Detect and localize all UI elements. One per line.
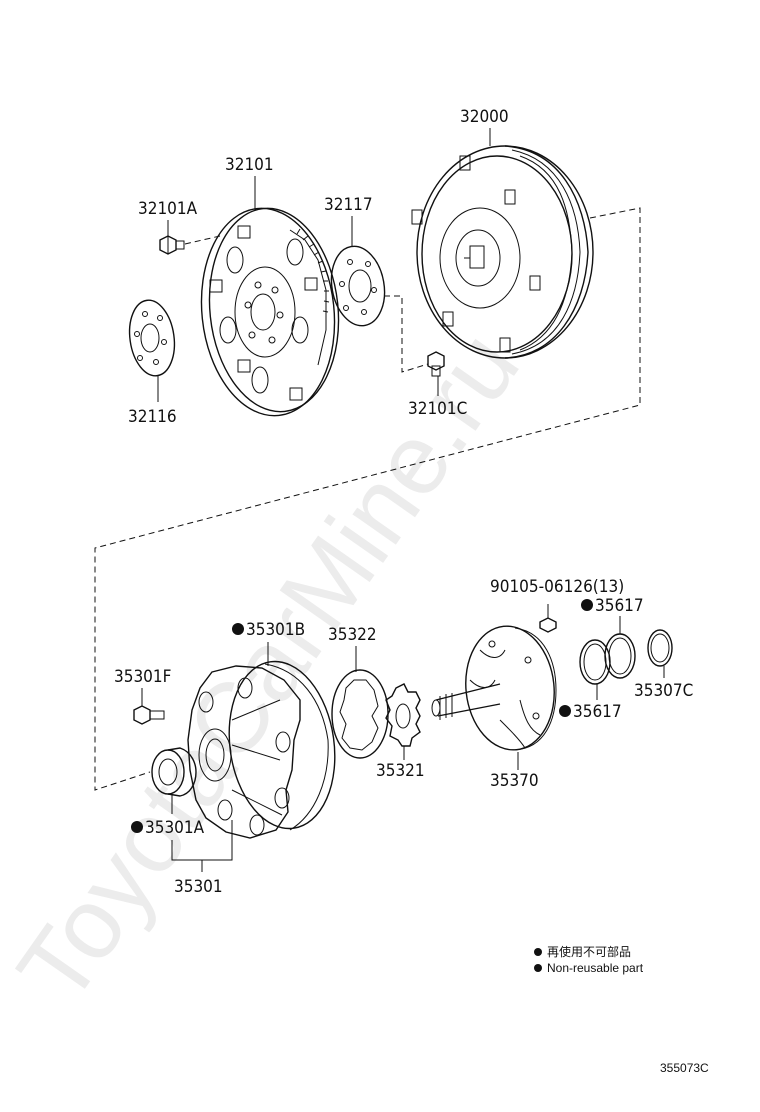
diagram-code: 355073C [660,1061,709,1075]
bolt-90105 [539,604,557,633]
assembly-dashed-outline [94,207,641,791]
legend-jp: 再使用不可部品 [547,944,631,959]
label-32000: 32000 [460,107,509,127]
drive-plate [200,207,340,417]
label-35307C: 35307C [634,681,693,701]
spacer-32117 [330,245,386,327]
label-35370: 35370 [490,771,539,791]
label-35301B: 35301B [246,620,305,640]
legend-bullet-jp [534,948,542,956]
label-35617b: 35617 [573,702,622,722]
label-32117: 32117 [324,195,373,215]
dash-32101C [384,295,429,373]
seal-ring-35307C [647,629,673,667]
bolt-32101A [159,235,185,255]
label-32101: 32101 [225,155,274,175]
label-35321: 35321 [376,761,425,781]
bolt-35301F [133,705,165,725]
oil-pump-body [187,660,336,839]
label-35301: 35301 [174,877,223,897]
label-32101A: 32101A [138,199,198,219]
stator-shaft-35370 [431,625,557,751]
label-35301A: 35301A [145,818,205,838]
non-reusable-mark-35301B [232,623,244,635]
legend-bullet-en [534,964,542,972]
bolt-32101C [427,351,445,377]
driven-gear-35322 [331,669,389,759]
label-90105: 90105-06126(13) [490,577,624,597]
label-35617a: 35617 [595,596,644,616]
dash-32101A [184,235,221,245]
legend-en: Non-reusable part [547,961,644,975]
non-reusable-mark-35617b [559,705,571,717]
drive-gear-35321 [385,683,421,747]
label-35322: 35322 [328,625,377,645]
seal-ring-35617-inner [579,639,611,685]
label-35301F: 35301F [114,667,171,687]
oil-seal-35301A [151,747,197,797]
label-32116: 32116 [128,407,177,427]
non-reusable-mark-35301A [131,821,143,833]
bracket-35301 [171,820,233,872]
non-reusable-mark-35617a [581,599,593,611]
spacer-32116 [128,299,176,377]
torque-converter [411,145,594,359]
label-32101C: 32101C [408,399,467,419]
